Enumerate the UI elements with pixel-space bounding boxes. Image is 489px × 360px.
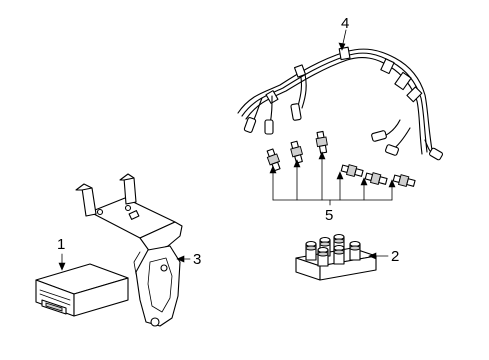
spark-plug	[315, 130, 328, 154]
coil-tower	[333, 244, 345, 265]
spark-plugs: 5	[266, 130, 416, 224]
spark-plug	[392, 174, 416, 188]
ignition-coil: 2	[295, 233, 399, 281]
callout-1: 1	[57, 236, 65, 253]
callout-4: 4	[341, 15, 349, 32]
coil-tower	[317, 246, 329, 267]
spark-plug	[340, 164, 364, 178]
spark-plug	[290, 140, 304, 164]
callout-5: 5	[325, 207, 333, 224]
coil-tower	[349, 240, 361, 261]
callout-2: 2	[391, 248, 399, 265]
mounting-bracket: 3	[75, 173, 201, 327]
coil-tower	[305, 240, 317, 261]
pcm-module: 1	[35, 236, 129, 317]
callout-3: 3	[193, 251, 201, 268]
spark-plug	[364, 172, 388, 186]
spark-plug-wire-set: 4	[237, 15, 444, 161]
